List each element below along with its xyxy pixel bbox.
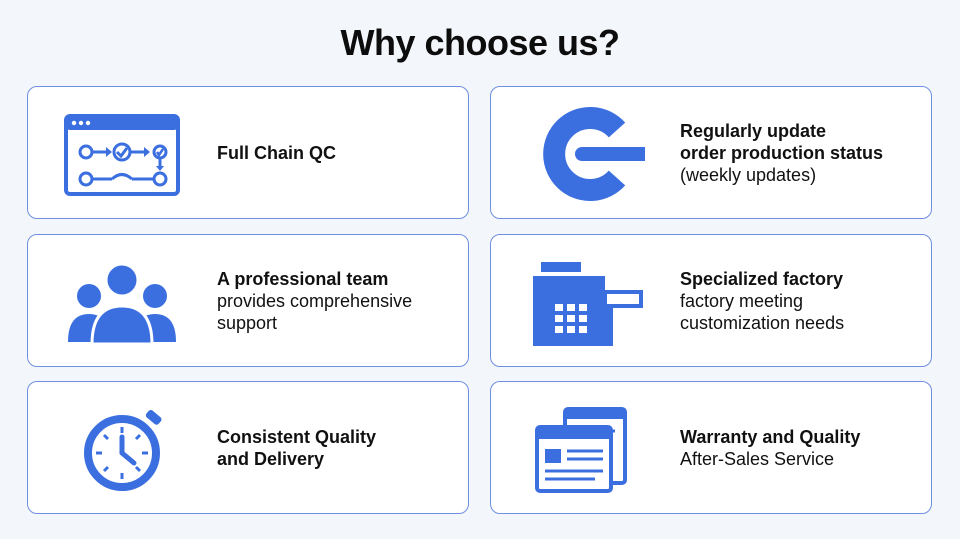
feature-card-full-chain-qc: Full Chain QC [27,86,469,219]
card-text: A professional team provides comprehensi… [217,235,457,366]
card-text: Consistent Quality and Delivery [217,382,457,513]
card-line: Specialized factory [680,268,844,289]
card-line: After-Sales Service [680,448,835,469]
card-line: Full Chain QC [217,142,336,163]
card-text: Warranty and Quality After-Sales Service [680,382,920,513]
card-line: Warranty and Quality [680,426,861,447]
factory-icon [525,252,645,352]
card-text: Full Chain QC [217,87,457,218]
card-line: customization needs [680,312,845,333]
card-line: (weekly updates) [680,164,817,185]
status-update-icon [525,104,645,204]
card-line: Consistent Quality [217,426,377,447]
card-line: and Delivery [217,448,325,469]
feature-card-status-updates: Regularly update order production status… [490,86,932,219]
after-sales-window-icon [525,399,645,499]
card-line: support [217,312,278,333]
team-icon [62,252,182,352]
card-line: factory meeting [680,290,804,311]
feature-card-specialized-factory: Specialized factory factory meeting cust… [490,234,932,367]
card-line: provides comprehensive [217,290,413,311]
card-text: Specialized factory factory meeting cust… [680,235,920,366]
card-line: Regularly update [680,120,827,141]
clock-icon [62,399,182,499]
qc-flow-icon [62,104,182,204]
page-title: Why choose us? [340,22,620,63]
feature-card-consistent-quality: Consistent Quality and Delivery [27,381,469,514]
feature-card-warranty: Warranty and Quality After-Sales Service [490,381,932,514]
card-line: order production status [680,142,884,163]
card-text: Regularly update order production status… [680,87,920,218]
feature-card-professional-team: A professional team provides comprehensi… [27,234,469,367]
card-line: A professional team [217,268,389,289]
